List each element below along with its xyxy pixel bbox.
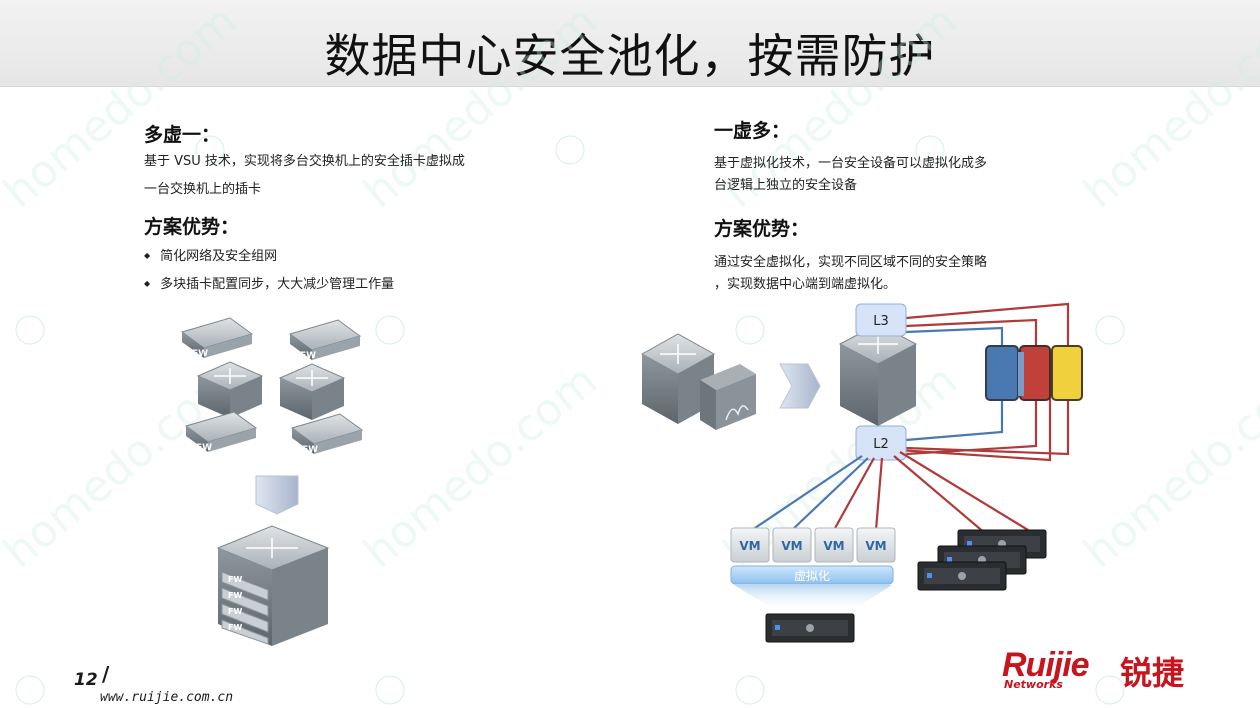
fw-label: FW — [228, 575, 242, 584]
stacked-switch-icon: FW FW FW FW — [216, 525, 330, 646]
fw-label: FW — [196, 443, 212, 453]
fw-card-icon: FW — [184, 411, 258, 453]
virtualization-bar: 虚拟化 — [730, 565, 894, 585]
fw-label: FW — [300, 351, 316, 361]
vm-box: VM — [730, 527, 770, 563]
fw-label: FW — [192, 349, 208, 359]
fw-card-icon: FW — [288, 319, 362, 361]
server-icon — [917, 561, 1007, 591]
vm-box: VM — [856, 527, 896, 563]
vm-box: VM — [772, 527, 812, 563]
fw-label: FW — [228, 607, 242, 616]
right-desc-line2: 台逻辑上独立的安全设备 — [714, 178, 858, 193]
switch-icon — [278, 363, 346, 420]
vm-label: VM — [781, 539, 802, 553]
left-bullet-list: 简化网络及安全组网 多块插卡配置同步，大大减少管理工作量 — [144, 242, 394, 298]
fw-label: FW — [302, 445, 318, 455]
left-adv-heading: 方案优势： — [144, 216, 240, 238]
logo-sub: Networks — [1004, 678, 1063, 691]
fw-label: FW — [228, 623, 242, 632]
l3-label: L3 — [873, 314, 889, 329]
fw-card-icon: FW — [180, 317, 254, 359]
left-desc-line1: 基于 VSU 技术，实现将多台交换机上的安全插卡虚拟成 — [144, 154, 465, 169]
right-adv-heading: 方案优势： — [714, 218, 810, 240]
page-number: 12 — [74, 670, 98, 690]
page-slash: / — [102, 662, 110, 686]
vm-label: VM — [823, 539, 844, 553]
fw-label: FW — [228, 591, 242, 600]
footer-url[interactable]: www.ruijie.com.cn — [100, 690, 234, 705]
switch-icon — [196, 361, 264, 418]
l3-box: L3 — [855, 303, 907, 337]
left-heading: 多虚一： — [144, 124, 221, 146]
ruijie-logo: Ruijie 锐捷 Networks — [1002, 646, 1232, 694]
virtualization-beam — [734, 585, 892, 612]
l2-label: L2 — [873, 437, 889, 452]
server-icon — [765, 613, 855, 643]
down-arrow-icon — [255, 475, 299, 515]
virtual-firewall-icon — [985, 345, 1083, 401]
fw-card-icon: FW — [290, 413, 364, 455]
title-band — [0, 0, 1260, 87]
right-heading: 一虚多： — [714, 120, 791, 142]
vm-label: VM — [739, 539, 760, 553]
bullet-item: 多块插卡配置同步，大大减少管理工作量 — [144, 270, 394, 298]
core-switch-icon — [838, 323, 918, 426]
firewall-icon — [700, 364, 756, 430]
bullet-item: 简化网络及安全组网 — [144, 242, 394, 270]
slide-title: 数据中心安全池化，按需防护 — [324, 29, 936, 83]
logo-cn: 锐捷 — [1120, 654, 1185, 692]
right-adv-line1: 通过安全虚拟化，实现不同区域不同的安全策略 — [714, 255, 988, 270]
right-adv-line2: ，实现数据中心端到端虚拟化。 — [714, 277, 897, 292]
logo-latin: Ruijie — [1002, 646, 1090, 684]
l2-box: L2 — [855, 425, 907, 461]
vm-label: VM — [865, 539, 886, 553]
left-desc-line2: 一台交换机上的插卡 — [144, 182, 262, 197]
right-arrow-icon — [779, 363, 821, 409]
vm-box: VM — [814, 527, 854, 563]
virtualization-label: 虚拟化 — [794, 569, 830, 583]
right-desc-line1: 基于虚拟化技术，一台安全设备可以虚拟化成多 — [714, 156, 988, 171]
